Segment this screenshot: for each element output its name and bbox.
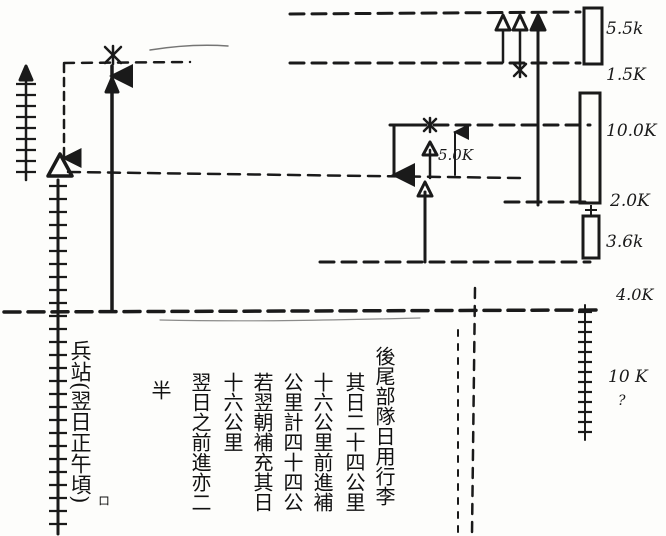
dash-line-baseline xyxy=(2,308,602,314)
station-label: 兵站(翌日正午頃) xyxy=(68,340,92,503)
note-line: 其日二十四公里 xyxy=(342,372,366,512)
tent-icon-r1 xyxy=(494,13,512,32)
dash-line-upper-left xyxy=(62,60,192,65)
vertical-note-text: 後尾部隊日用行李其日二十四公里十六公里前進補公里計四十四公若翌朝補充其日十六公里… xyxy=(148,346,396,512)
sketch-stroke xyxy=(149,44,229,51)
label-4k: 4.0K xyxy=(615,285,654,304)
note-line: 十六公里 xyxy=(220,372,244,452)
bracket-arrow xyxy=(391,123,415,187)
note-line: 公里計四十四公 xyxy=(280,372,304,512)
label-10k: 10.0K xyxy=(606,121,658,141)
station-mark: ロ xyxy=(98,494,110,508)
label-1-5k: 1.5K xyxy=(606,65,647,85)
station-triangle xyxy=(46,152,74,178)
note-line: 若翌朝補充其日 xyxy=(250,372,274,512)
dash-line-top xyxy=(288,10,582,16)
label-10k-bottom: 10 K xyxy=(608,367,649,387)
asterisk-mark-right xyxy=(512,61,528,79)
note-line: 翌日之前進亦二 xyxy=(188,372,212,512)
note-line: 後尾部隊日用行李 xyxy=(372,346,396,506)
note-line: 半 xyxy=(148,380,172,400)
question-mark: ? xyxy=(618,393,626,409)
dash-line-3 xyxy=(66,170,522,180)
asterisk-mark-top xyxy=(103,44,123,66)
tent-icon-left-top xyxy=(18,64,34,82)
dash-vertical-mid xyxy=(470,286,477,536)
tent-icon-mid-a xyxy=(416,180,434,198)
tent-icon-r2 xyxy=(511,13,529,32)
label-3-6k: 3.6k xyxy=(606,232,643,252)
load-bar-3-6k xyxy=(581,214,601,260)
tent-icon-main xyxy=(104,76,120,94)
label-5k: 5.0K xyxy=(438,146,474,164)
load-bar-10k xyxy=(578,91,602,205)
load-bar-5-5k xyxy=(582,6,604,66)
asterisk-mark-mid xyxy=(422,116,438,134)
sketch-stroke-2 xyxy=(159,317,421,322)
label-5-5k: 5.5k xyxy=(606,19,643,39)
tent-icon-mid-b xyxy=(421,140,439,157)
tent-icon-r3 xyxy=(529,13,547,32)
note-line: 十六公里前進補 xyxy=(310,372,334,512)
label-2k: 2.0K xyxy=(609,191,651,211)
